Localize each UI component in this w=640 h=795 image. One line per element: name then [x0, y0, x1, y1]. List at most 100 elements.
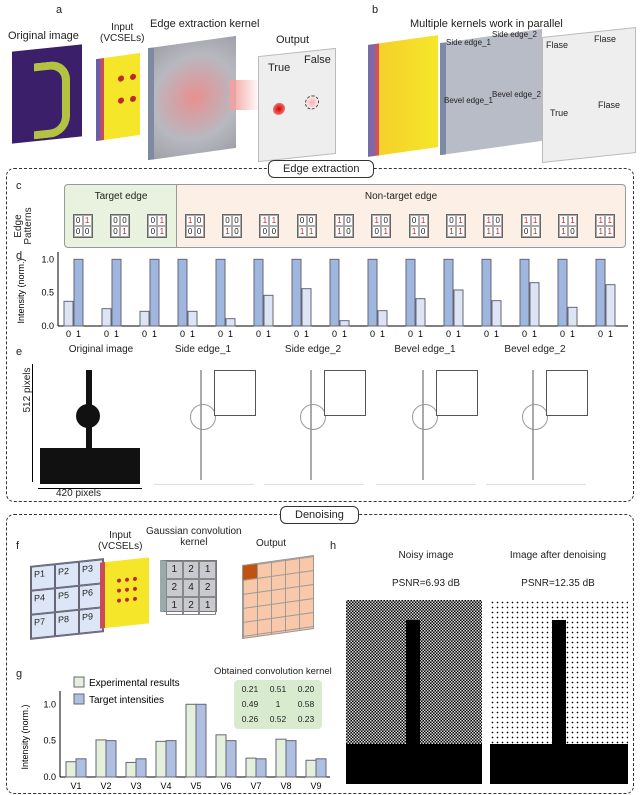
x-tick-label: 1: [114, 329, 119, 339]
x-tick-label: V2: [100, 781, 111, 791]
kernel-value: 0.23: [297, 714, 315, 724]
bar-experimental: [95, 739, 107, 778]
vcsel-array-f: [100, 557, 149, 629]
kernel-value: 0.26: [241, 714, 259, 724]
pattern-cell: 0: [222, 215, 232, 226]
pattern-cell: 1: [484, 226, 494, 237]
x-tick-label: 0: [484, 329, 489, 339]
bar-target: [105, 740, 117, 778]
x-tick-label: V8: [280, 781, 291, 791]
pattern-cell: 0: [567, 226, 577, 237]
pattern-cell: 0: [73, 215, 83, 226]
width-label: 420 pixels: [56, 488, 102, 499]
bar: [291, 258, 302, 327]
pattern-cell: 1: [558, 226, 568, 237]
pattern-cell: 1: [372, 215, 382, 226]
original-tower-image: [40, 364, 140, 484]
pattern-cell: 0: [343, 226, 353, 237]
x-tick-label: 1: [228, 329, 233, 339]
bar: [253, 258, 264, 327]
pattern-cell: 0: [194, 226, 204, 237]
pattern-cell: 1: [558, 215, 568, 226]
pattern-cell: 1: [455, 226, 465, 237]
gaussian-cell: 2: [182, 597, 200, 615]
kernel-value: 0.20: [297, 684, 315, 694]
bar-target: [165, 740, 177, 778]
bar-experimental: [125, 761, 137, 778]
x-tick-label: 1: [190, 329, 195, 339]
gaussian-cell: 2: [166, 579, 183, 597]
x-tick-label: 0: [66, 329, 71, 339]
x-tick-label: 0: [332, 329, 337, 339]
pattern-cell: 0: [119, 215, 129, 226]
bar-target: [225, 740, 237, 778]
denoised-psnr: PSNR=12.35 dB: [521, 578, 595, 589]
bar: [491, 300, 502, 327]
input-vcsel-label: Input (VCSELs): [100, 22, 145, 44]
bar: [263, 294, 274, 327]
gaussian-cell: 2: [199, 579, 216, 597]
y-axis-label: Intensity (norm.): [20, 704, 30, 769]
pattern-cell: 1: [530, 226, 540, 237]
y-tick-label: 0.5: [43, 736, 56, 746]
legend-label: Experimental results: [89, 678, 180, 689]
x-tick-label: V9: [310, 781, 321, 791]
x-tick-label: 1: [608, 329, 613, 339]
kernel-value: 1: [275, 699, 281, 709]
bar-experimental: [215, 734, 227, 778]
pattern-cell: 1: [334, 215, 344, 226]
height-arrow: [32, 364, 33, 482]
vcsel-array-b: [368, 35, 438, 157]
edge-result-image: [376, 364, 478, 485]
kernel-value: 0.21: [241, 684, 259, 694]
pattern-cell: 1: [455, 215, 465, 226]
vcsel-array: [96, 52, 140, 142]
panel-d-letter: d: [16, 250, 23, 262]
bar: [225, 318, 236, 327]
kernel-value: 0.58: [297, 699, 315, 709]
bar-target: [285, 740, 297, 778]
x-tick-label: V5: [190, 781, 201, 791]
x-tick-label: 1: [152, 329, 157, 339]
edge-kernel-label: Edge extraction kernel: [150, 18, 260, 30]
pattern-cell: 1: [306, 226, 316, 237]
nontarget-edge-label: Non-target edge: [364, 191, 438, 202]
pattern-cell: 0: [343, 215, 353, 226]
pattern-cell: 1: [530, 215, 540, 226]
bar: [595, 258, 606, 327]
gaussian-cell: 2: [182, 561, 200, 579]
pattern-cell: 1: [222, 226, 232, 237]
bar: [519, 258, 530, 327]
pattern-cell: 1: [185, 215, 195, 226]
bar-experimental: [305, 759, 317, 778]
pattern-cell: 0: [194, 215, 204, 226]
pattern-cell: 0: [372, 226, 382, 237]
x-tick-label: 0: [180, 329, 185, 339]
pattern-cell: 1: [446, 226, 456, 237]
gaussian-cell: 4: [182, 579, 200, 597]
bar: [101, 308, 112, 327]
pattern-cell: 1: [567, 215, 577, 226]
kernel-value: 0.49: [241, 699, 259, 709]
gaussian-cell: 1: [166, 561, 183, 579]
panel-h-letter: h: [330, 540, 337, 552]
pattern-cell: 0: [110, 215, 120, 226]
kernel-side-edge-2: Side edge_2: [492, 30, 537, 39]
x-tick-label: 0: [104, 329, 109, 339]
pixel-cell: P7: [31, 612, 55, 639]
bar: [567, 306, 578, 327]
pattern-cell: 1: [605, 226, 615, 237]
bar-experimental: [185, 703, 197, 778]
panel-a-letter: a: [56, 4, 63, 16]
